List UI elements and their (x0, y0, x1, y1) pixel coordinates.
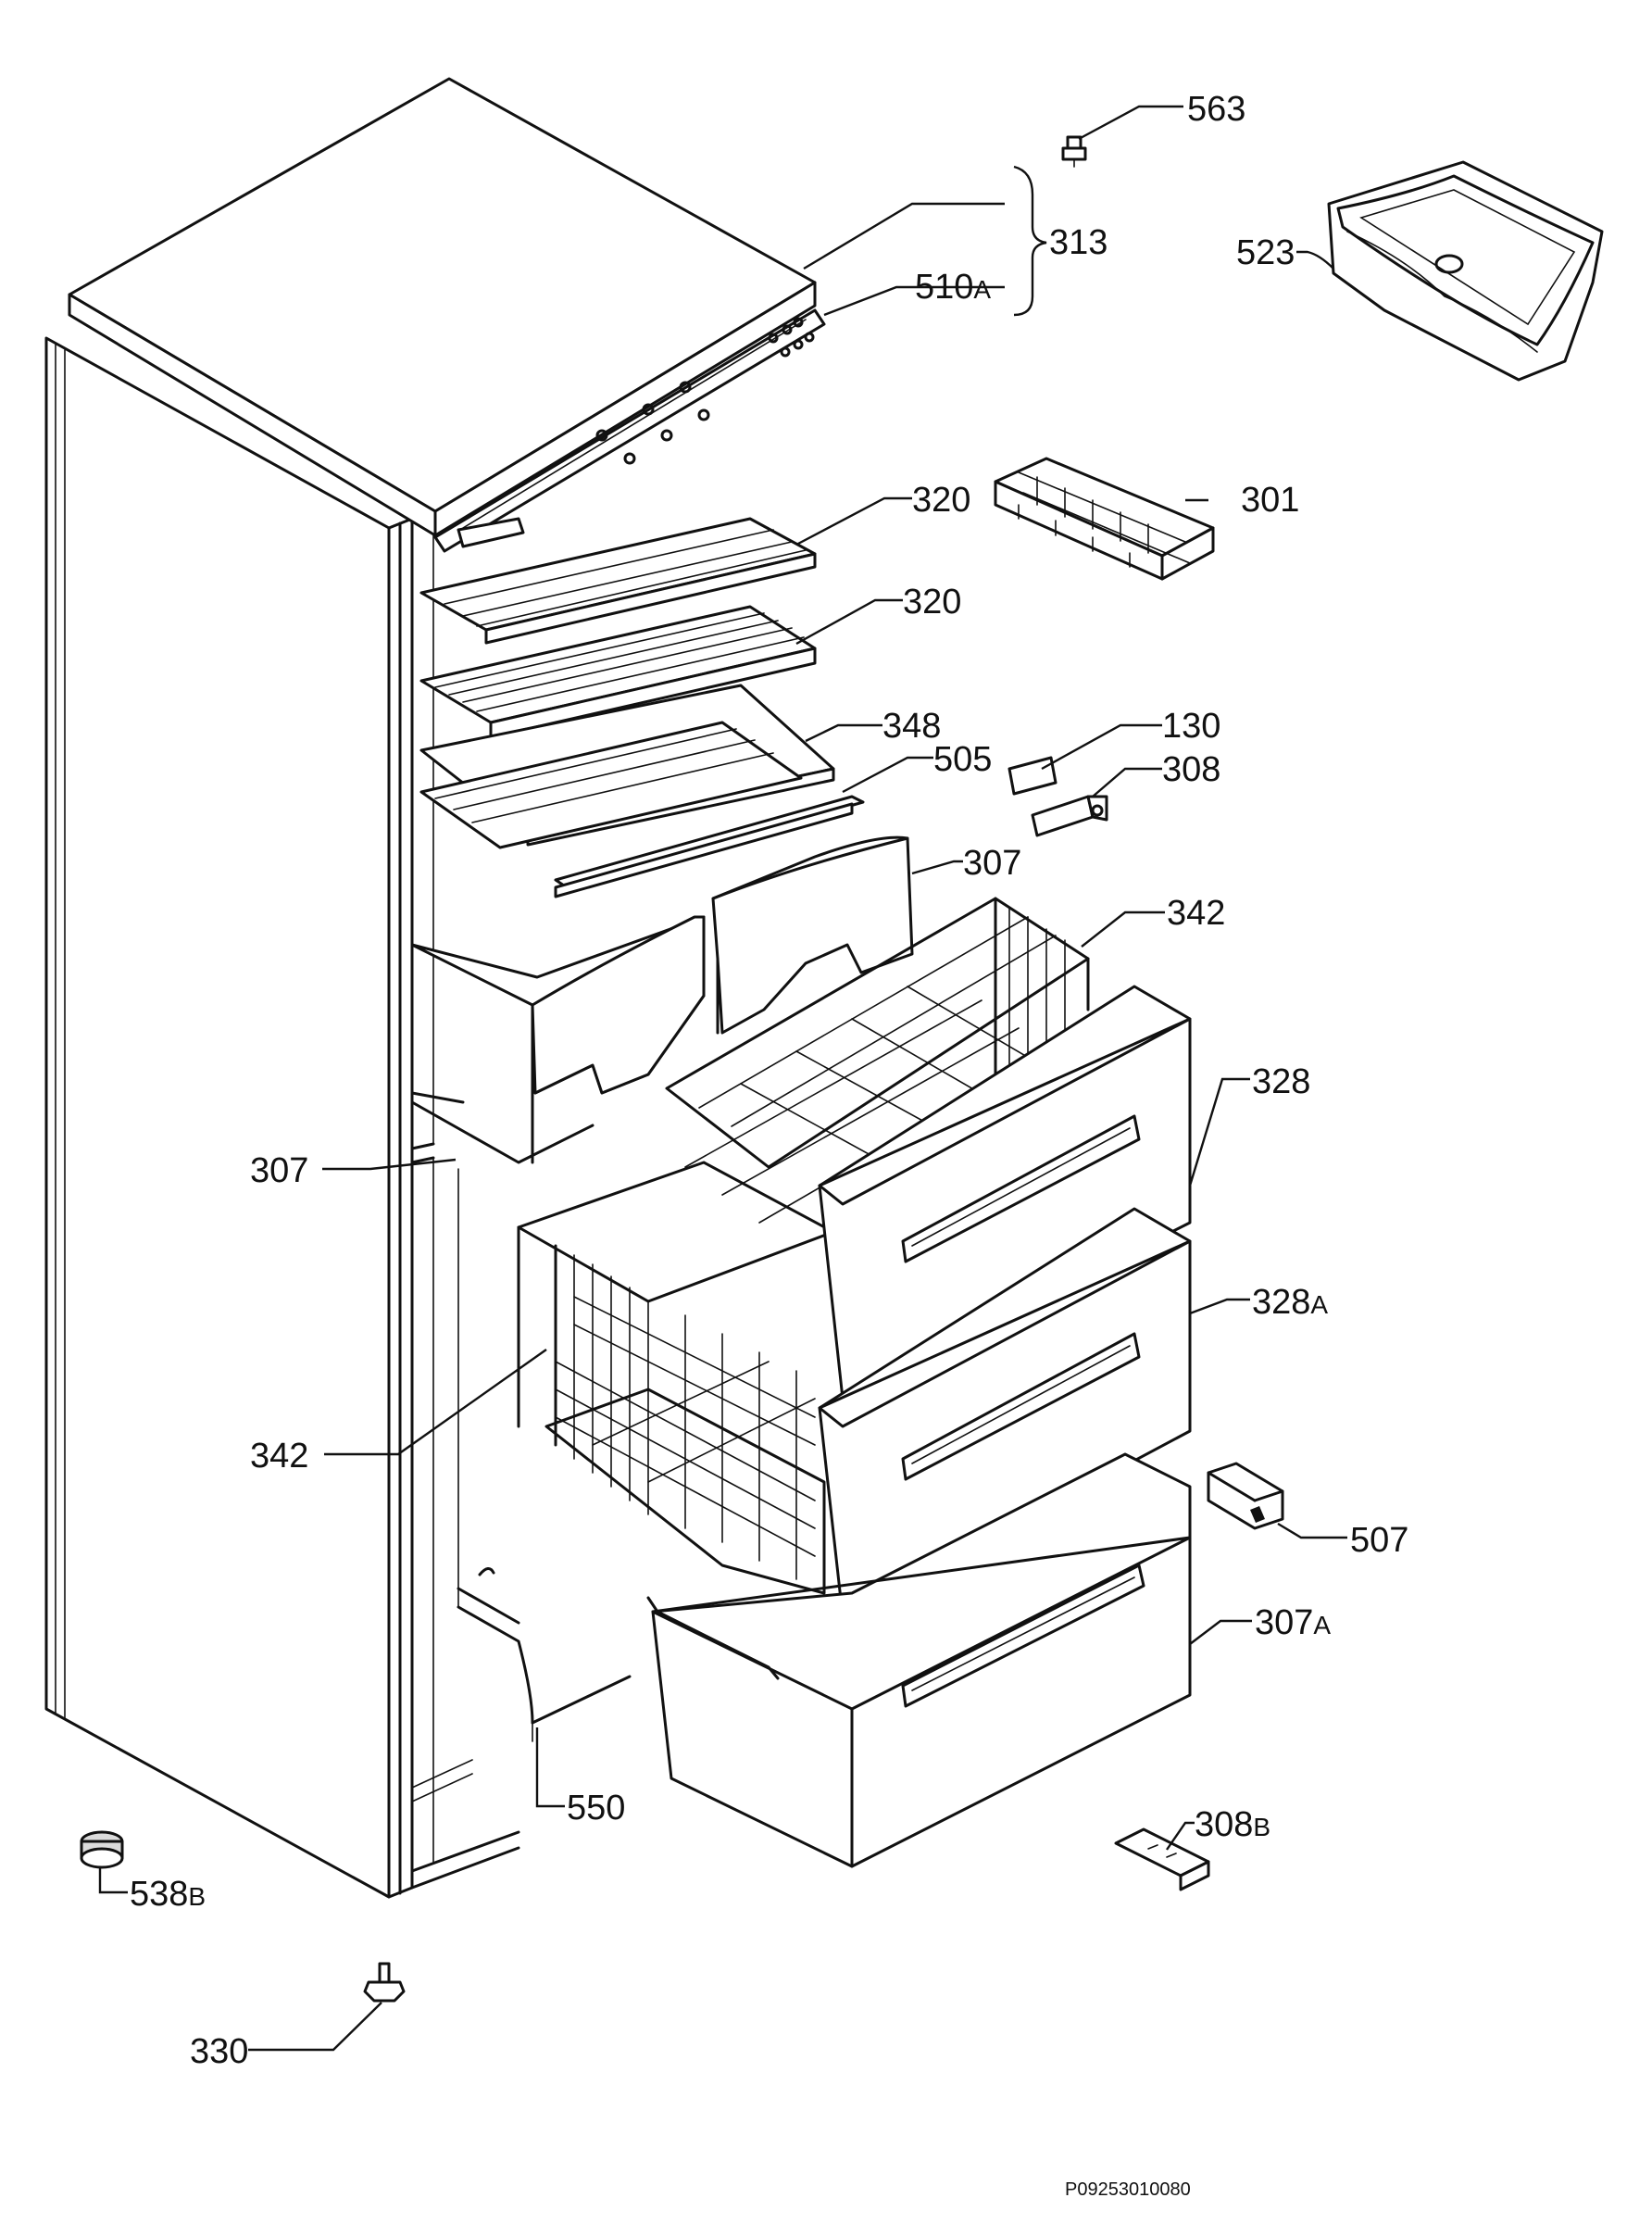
drawing-reference-code: P09253010080 (1065, 2179, 1191, 2200)
label-320-upper: 320 (912, 481, 970, 520)
hinge-308 (1031, 795, 1108, 837)
top-cover (68, 77, 826, 553)
label-510A: 510A (915, 268, 991, 307)
label-307-left: 307 (250, 1151, 308, 1190)
shelf-320-middle (419, 605, 817, 739)
label-307-right: 307 (963, 844, 1021, 883)
drawer-307-right (711, 835, 914, 1035)
screw-330 (363, 1962, 406, 2003)
shelf-320-lower (419, 721, 803, 849)
label-130: 130 (1162, 707, 1220, 746)
screw-563 (1061, 135, 1087, 168)
label-342-upper: 342 (1167, 894, 1225, 933)
label-507: 507 (1350, 1521, 1408, 1560)
drawer-307-left (410, 915, 706, 1164)
label-563: 563 (1187, 90, 1245, 129)
label-328A: 328A (1252, 1283, 1328, 1322)
leader-lines (98, 105, 1347, 2052)
label-523: 523 (1236, 233, 1295, 272)
cabinet-body (44, 336, 632, 1899)
shelf-320-upper (419, 517, 817, 645)
clip-507 (1207, 1462, 1284, 1530)
foot-538B (80, 1830, 124, 1869)
wire-basket-342-upper (665, 897, 1090, 1224)
label-313: 313 (1049, 223, 1108, 262)
label-538B: 538B (130, 1875, 206, 1914)
label-505: 505 (933, 740, 992, 779)
callout-labels: 563 313 510A 523 320 301 320 348 130 505… (130, 90, 1408, 2071)
label-330: 330 (190, 2032, 248, 2071)
ice-cube-tray-301 (994, 457, 1215, 581)
clip-130 (1007, 756, 1058, 796)
drawer-328A (818, 1207, 1192, 1618)
drawer-307A (646, 1452, 1192, 1868)
label-308B: 308B (1195, 1805, 1270, 1844)
label-550: 550 (567, 1789, 625, 1827)
label-301: 301 (1241, 481, 1299, 520)
drawer-328 (818, 985, 1192, 1400)
label-328: 328 (1252, 1062, 1310, 1101)
label-348: 348 (882, 707, 941, 746)
strip-505 (554, 795, 865, 898)
label-307A: 307A (1255, 1603, 1331, 1642)
tray-523 (1327, 160, 1604, 382)
label-342-lower: 342 (250, 1437, 308, 1476)
label-308: 308 (1162, 750, 1220, 789)
hinge-308B (1114, 1827, 1210, 1891)
wire-basket-342-lower (517, 1161, 835, 1595)
label-320-middle: 320 (903, 583, 961, 622)
